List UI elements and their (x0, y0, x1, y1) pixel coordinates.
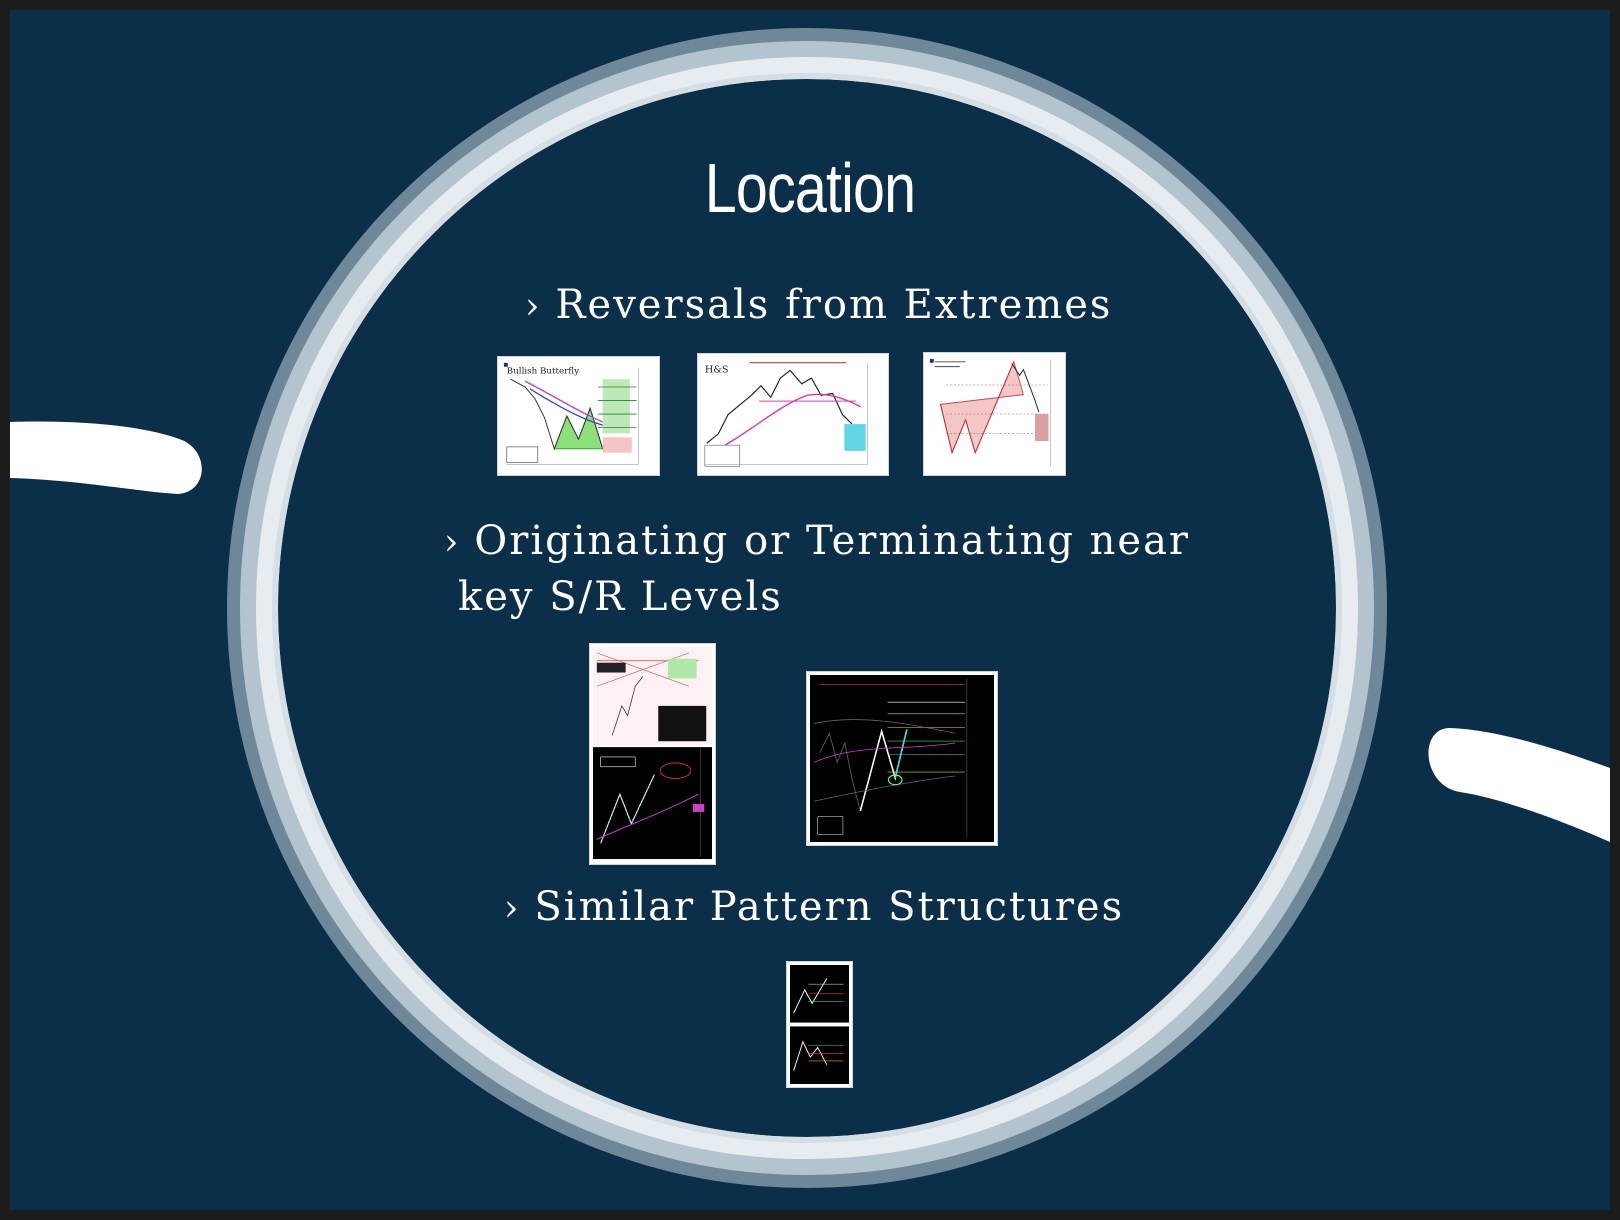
butterfly-chart-thumbnail[interactable]: Bullish Butterfly (497, 356, 660, 476)
bullet-marker: › (504, 888, 521, 929)
bullet-text: Similar Pattern Structures (534, 884, 1125, 930)
ring-edge (272, 73, 1342, 1143)
bullet-sr-levels: › Originating or Terminating near key S/R… (444, 514, 1190, 624)
bullet-similar-structures: › Similar Pattern Structures (504, 884, 1124, 930)
bullet-reversals: › Reversals from Extremes (525, 282, 1112, 328)
sr-level-stacked-chart-thumbnail[interactable] (589, 643, 716, 865)
svg-text:H&S: H&S (705, 364, 729, 375)
left-swoosh-decoration (10, 421, 202, 494)
sr-level-dark-chart-thumbnail[interactable] (806, 671, 998, 846)
similar-structures-chart-thumbnail[interactable] (786, 961, 853, 1088)
slide: Location › Reversals from Extremes Bullis… (10, 10, 1610, 1210)
bullet-text: Reversals from Extremes (555, 282, 1113, 328)
bullet-marker: › (444, 522, 461, 563)
crab-pattern-chart-thumbnail[interactable] (923, 352, 1066, 476)
right-swoosh-decoration (1428, 728, 1610, 842)
bullet-text-line1: Originating or Terminating near (474, 518, 1191, 564)
slide-title: Location (704, 149, 916, 227)
bullet-text-line2: key S/R Levels (458, 574, 783, 620)
head-and-shoulders-chart-thumbnail[interactable]: H&S (697, 353, 889, 476)
bullet-marker: › (525, 286, 542, 327)
svg-text:Bullish Butterfly: Bullish Butterfly (507, 367, 579, 377)
